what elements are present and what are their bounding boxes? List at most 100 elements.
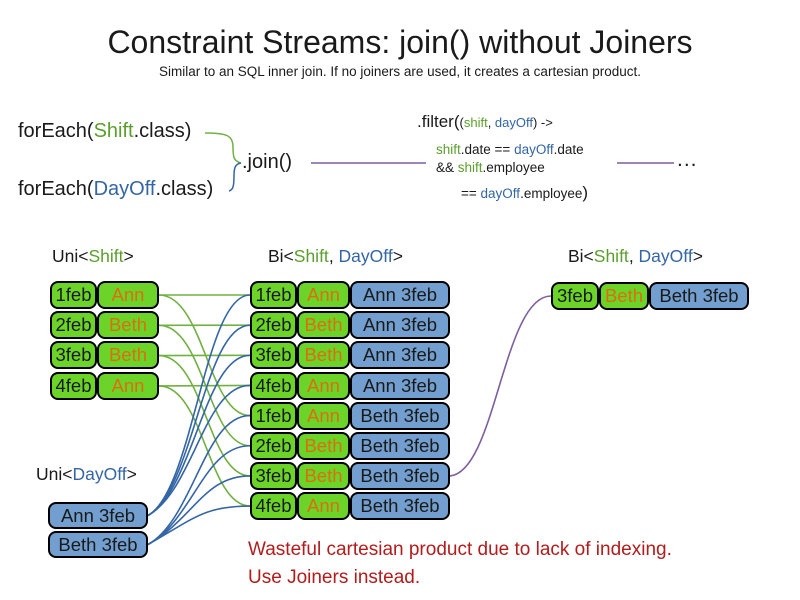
header-text: Uni< <box>36 464 73 484</box>
connector-line <box>158 385 251 507</box>
filter-args-open: ( <box>459 115 464 130</box>
header-text: Uni< <box>52 246 89 266</box>
shift-employee-cell: Ann <box>297 281 350 309</box>
shift-date-cell: 2feb <box>250 311 297 339</box>
dayoff-cell: Beth 3feb <box>649 282 749 310</box>
shift-employee-cell: Beth <box>97 311 159 339</box>
dayoff-cell: Ann 3feb <box>350 341 450 369</box>
code-text: == <box>461 186 481 201</box>
continuation-ellipsis: ... <box>677 148 698 171</box>
code-text: .class) <box>155 178 214 200</box>
code-text: .class) <box>133 120 192 142</box>
filter-comma: , <box>487 115 495 130</box>
shift-employee-cell: Beth <box>297 432 350 460</box>
shift-date-cell: 1feb <box>250 402 297 430</box>
shift-employee-cell: Ann <box>97 372 159 400</box>
code-text: forEach( <box>18 120 94 142</box>
dayoff-type-token: DayOff <box>72 464 127 484</box>
shift-employee-cell: Beth <box>297 462 350 490</box>
header-text: , <box>328 246 339 266</box>
dayoff-type-token: DayOff <box>638 246 693 266</box>
shift-class-token: Shift <box>93 120 134 142</box>
connector-line <box>158 294 251 417</box>
bi-main-header: Bi<Shift, DayOff> <box>268 246 403 267</box>
shift-employee-cell: Ann <box>297 492 350 520</box>
code-text: forEach( <box>18 178 94 200</box>
shift-date-cell: 2feb <box>50 311 97 339</box>
shift-token: shift <box>457 160 483 175</box>
shift-date-cell: 1feb <box>250 281 297 309</box>
shift-date-cell: 1feb <box>50 281 97 309</box>
shift-employee-cell: Beth <box>297 311 350 339</box>
connector-line <box>228 162 242 192</box>
code-text: .date == <box>460 142 515 157</box>
shift-employee-cell: Beth <box>297 341 350 369</box>
code-text: .employee <box>520 186 583 201</box>
uni-shift-header: Uni<Shift> <box>52 246 134 267</box>
connector-line <box>147 414 251 546</box>
filter-args-close: ) -> <box>532 115 553 130</box>
shift-date-cell: 3feb <box>250 462 297 490</box>
connector-line <box>204 132 242 164</box>
connector-line <box>449 295 552 477</box>
shift-date-cell: 4feb <box>250 492 297 520</box>
dayoff-token: dayOff <box>514 142 554 157</box>
filter-fn: .filter( <box>417 112 460 131</box>
dayoff-arg-token: dayOff <box>494 115 533 130</box>
dayoff-type-token: DayOff <box>338 246 393 266</box>
shift-date-cell: 3feb <box>250 341 297 369</box>
header-text: > <box>692 246 703 266</box>
dayoff-cell: Beth 3feb <box>350 402 450 430</box>
shift-date-cell: 3feb <box>50 341 97 369</box>
code-text: .date <box>553 142 584 157</box>
header-text: Bi< <box>268 246 294 266</box>
code-join: .join() <box>242 151 293 173</box>
dayoff-cell: Beth 3feb <box>350 432 450 460</box>
shift-employee-cell: Ann <box>297 402 350 430</box>
dayoff-class-token: DayOff <box>93 178 156 200</box>
shift-date-cell: 3feb <box>551 282 599 310</box>
header-text: Bi< <box>568 246 594 266</box>
page-title: Constraint Streams: join() without Joine… <box>107 24 693 60</box>
shift-type-token: Shift <box>88 246 124 266</box>
uni-dayoff-row: Beth 3feb <box>48 531 148 558</box>
shift-employee-cell: Beth <box>97 341 159 369</box>
connector-line <box>147 354 251 517</box>
connector-line <box>147 384 251 517</box>
shift-employee-cell: Ann <box>297 372 350 400</box>
code-text: .employee <box>482 160 545 175</box>
code-foreach-shift: forEach(Shift.class) <box>18 120 191 143</box>
code-filter-line2: shift.date == dayOff.date <box>436 142 584 157</box>
connector-line <box>147 324 251 517</box>
shift-type-token: Shift <box>293 246 329 266</box>
connector-line <box>158 354 251 477</box>
header-text: > <box>123 246 134 266</box>
shift-token: shift <box>436 142 461 157</box>
connector-line <box>158 324 251 447</box>
shift-date-cell: 4feb <box>50 372 97 400</box>
code-foreach-dayoff: forEach(DayOff.class) <box>18 178 213 201</box>
page-subtitle: Similar to an SQL inner join. If no join… <box>159 64 641 79</box>
header-text: > <box>126 464 137 484</box>
shift-arg-token: shift <box>463 115 488 130</box>
header-text: > <box>392 246 403 266</box>
warning-line-1: Wasteful cartesian product due to lack o… <box>248 539 672 560</box>
code-filter-line4: == dayOff.employee) <box>461 183 588 203</box>
dayoff-cell: Ann 3feb <box>350 281 450 309</box>
shift-date-cell: 4feb <box>250 372 297 400</box>
warning-line-2: Use Joiners instead. <box>248 567 421 588</box>
header-text: , <box>628 246 639 266</box>
filter-close-paren: ) <box>582 183 589 202</box>
shift-type-token: Shift <box>593 246 629 266</box>
